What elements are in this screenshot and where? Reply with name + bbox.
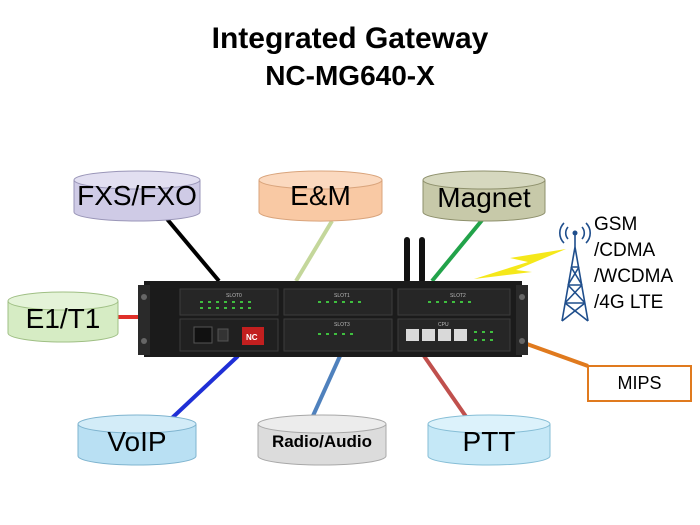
- svg-text:SLOT1: SLOT1: [334, 293, 350, 299]
- diagram-title: Integrated Gateway: [211, 22, 489, 55]
- slot-3: [283, 318, 393, 352]
- wireless-cdma: /CDMA: [594, 240, 656, 261]
- e1-t1-node: E1/T1: [6, 291, 120, 343]
- ptt-node: PTT: [426, 414, 552, 466]
- magnet-label: Magnet: [437, 182, 531, 213]
- power-socket: [193, 326, 213, 344]
- svg-text:NC: NC: [246, 333, 258, 342]
- em-node: E&M: [257, 170, 384, 222]
- svg-text:CPU: CPU: [438, 322, 449, 328]
- wireless-wcdma: /WCDMA: [594, 266, 674, 287]
- cell-tower-icon: [559, 222, 591, 322]
- line-fxs-fxo: [165, 217, 221, 283]
- model-name: NC-MG640-X: [265, 60, 435, 91]
- line-radio-audio: [310, 355, 342, 419]
- slot-0: [179, 288, 279, 316]
- fxs-fxo-node: FXS/FXO: [72, 170, 202, 222]
- mips-box: MIPS: [587, 365, 692, 402]
- ethernet-ports: [406, 329, 467, 341]
- slot-1: [283, 288, 393, 316]
- e1-t1-label: E1/T1: [25, 303, 101, 334]
- antenna-right: [419, 237, 425, 283]
- wireless-4g-lte: /4G LTE: [594, 292, 664, 313]
- svg-text:SLOT2: SLOT2: [450, 293, 466, 299]
- magnet-node: Magnet: [421, 170, 547, 222]
- line-ptt: [422, 354, 469, 420]
- svg-text:SLOT3: SLOT3: [334, 322, 350, 328]
- svg-text:SLOT0: SLOT0: [226, 293, 242, 299]
- radio-audio-node: Radio/Audio: [256, 414, 388, 466]
- line-magnet: [430, 217, 485, 283]
- voip-label: VoIP: [107, 426, 167, 457]
- antenna-left: [404, 237, 410, 283]
- wireless-gsm: GSM: [594, 214, 638, 235]
- wireless-standards: GSM /CDMA /WCDMA /4G LTE: [594, 212, 673, 316]
- gateway-device: SLOT0 SLOT1 SLOT2 SLOT3 CPU NC: [138, 237, 528, 357]
- fxs-fxo-label: FXS/FXO: [77, 180, 197, 211]
- em-label: E&M: [290, 180, 351, 211]
- radio-audio-label: Radio/Audio: [271, 432, 373, 451]
- power-switch: [217, 328, 229, 342]
- voip-node: VoIP: [76, 414, 198, 466]
- signal-bolt-icon: [474, 249, 566, 279]
- ptt-label: PTT: [462, 426, 516, 457]
- line-voip: [170, 354, 240, 420]
- line-em: [294, 219, 334, 283]
- brand-badge: [242, 327, 264, 345]
